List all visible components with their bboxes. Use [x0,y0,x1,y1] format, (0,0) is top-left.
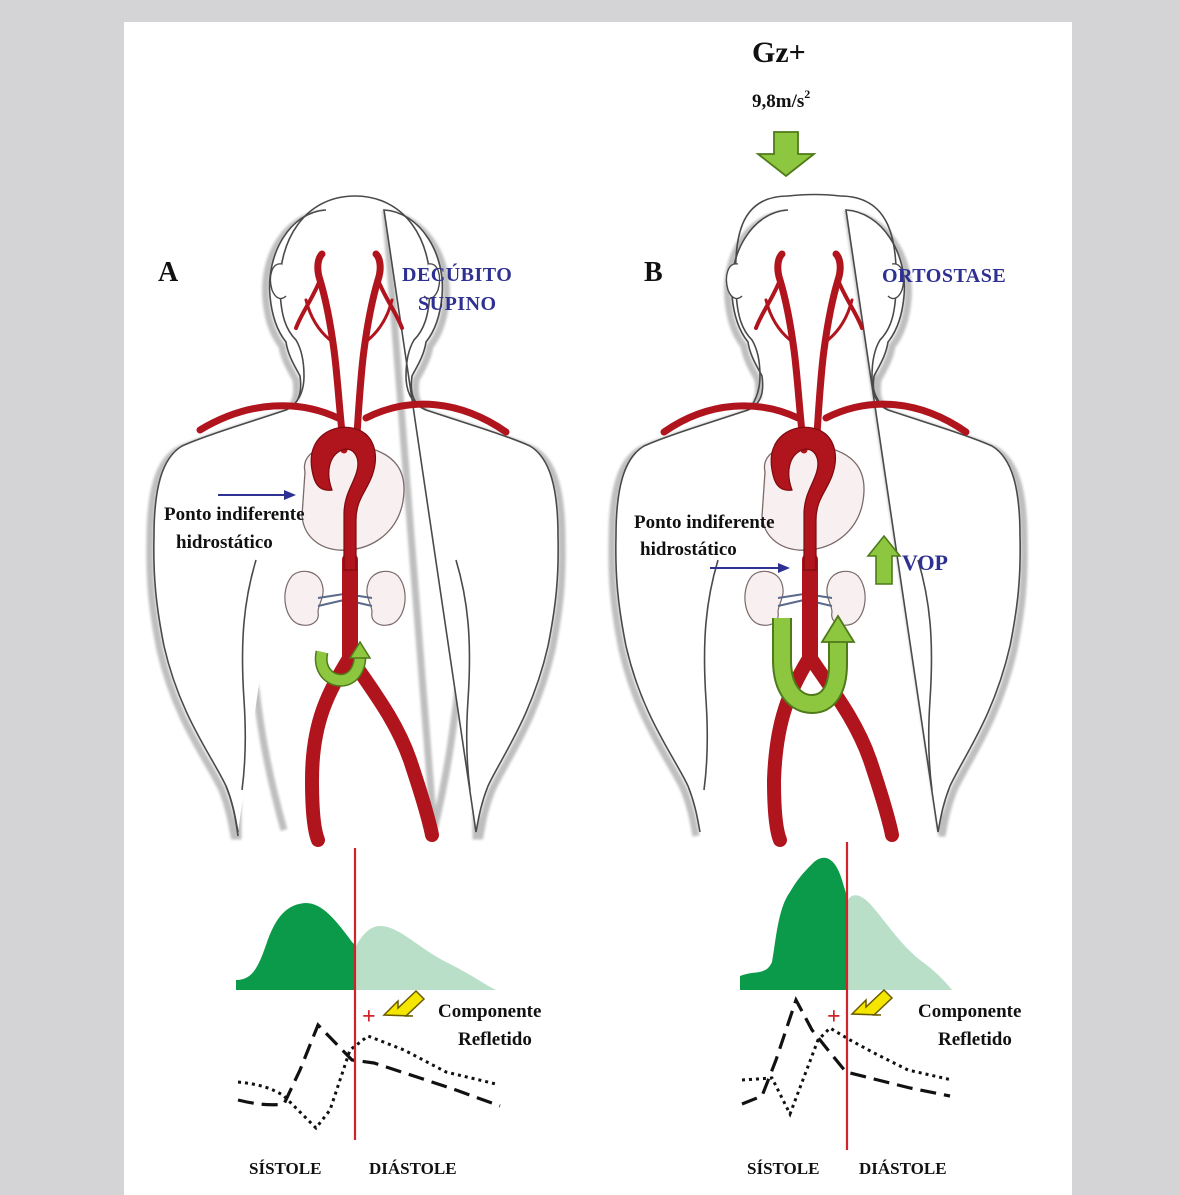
plus-sign-b: + [827,1004,841,1030]
pulse-waveform-b [740,842,952,1150]
systole-label-b: SÍSTOLE [747,1159,819,1178]
indifferent-point-label-b-line1: Ponto indiferente [634,512,775,533]
diastole-label-a: DIÁSTOLE [369,1159,457,1178]
reflected-label-b-line2: Refletido [938,1029,1012,1050]
gravity-value-base: 9,8m/s [752,91,804,112]
indifferent-point-label-b-line2: hidrostático [640,539,737,560]
pulse-waveform-a [236,848,500,1140]
kidney-left-a [285,571,323,625]
gravity-label: Gz+ [752,36,806,69]
kidney-left-b [745,571,783,625]
yellow-arrow-a [384,991,424,1016]
panel-b: Gz+ 9,8m/s2 B ORTOSTASE Ponto indiferent… [612,36,1024,1178]
kidney-right-a [367,571,405,625]
position-label-a-line2: SUPINO [418,293,497,315]
systole-wave-b [740,858,848,990]
panel-letter-a: A [158,257,179,288]
diastole-wave-b [848,895,952,990]
gravity-value: 9,8m/s2 [752,87,810,112]
indifferent-point-label-a-line2: hidrostático [176,532,273,553]
diastole-label-b: DIÁSTOLE [859,1159,947,1178]
panel-a: A DECÚBITO SUPINO Ponto indiferente hidr… [150,196,562,1178]
position-label-b: ORTOSTASE [882,265,1006,287]
kidney-right-b [827,571,865,625]
reflected-label-a-line1: Componente [438,1001,541,1022]
systole-wave-a [236,903,356,990]
gravity-value-exponent: 2 [804,87,810,101]
reflected-label-b-line1: Componente [918,1001,1021,1022]
reflected-label-a-line2: Refletido [458,1029,532,1050]
diastole-wave-a [356,926,496,990]
indifferent-point-label-a-line1: Ponto indiferente [164,504,305,525]
head-top-b [788,195,840,197]
position-label-a-line1: DECÚBITO [402,262,512,286]
panel-letter-b: B [644,257,663,288]
gravity-arrow [758,132,814,176]
plus-sign-a: + [362,1004,376,1030]
pwv-label: VOP [902,550,948,575]
systole-label-a: SÍSTOLE [249,1159,321,1178]
yellow-arrow-b [852,990,892,1015]
